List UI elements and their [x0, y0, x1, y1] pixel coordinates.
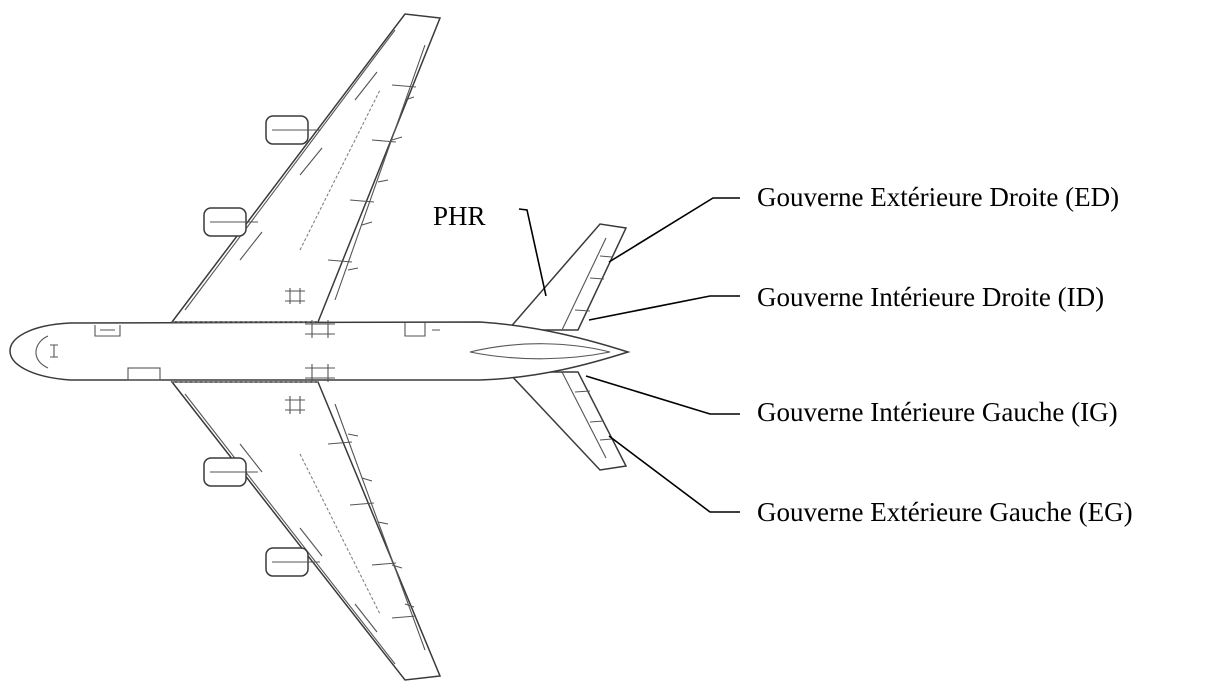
- lower-wing: [170, 381, 442, 681]
- engines: [203, 115, 320, 577]
- leader-lines: [518, 197, 740, 513]
- leader-ig: [585, 375, 740, 415]
- leader-ed: [608, 197, 740, 263]
- labels: PHR Gouverne Extérieure Droite (ED) Gouv…: [433, 182, 1133, 527]
- horizontal-stabilizer-lower: [506, 371, 628, 471]
- fuselage: [9, 288, 631, 414]
- label-ig: Gouverne Intérieure Gauche (IG): [757, 397, 1118, 427]
- upper-wing: [170, 13, 442, 323]
- leader-id: [588, 295, 740, 321]
- leader-eg: [608, 435, 740, 513]
- horizontal-stabilizer-upper: [506, 223, 628, 331]
- label-phr: PHR: [433, 201, 486, 231]
- leader-phr: [518, 208, 547, 297]
- label-eg: Gouverne Extérieure Gauche (EG): [757, 497, 1133, 527]
- label-id: Gouverne Intérieure Droite (ID): [757, 282, 1104, 312]
- label-ed: Gouverne Extérieure Droite (ED): [757, 182, 1119, 212]
